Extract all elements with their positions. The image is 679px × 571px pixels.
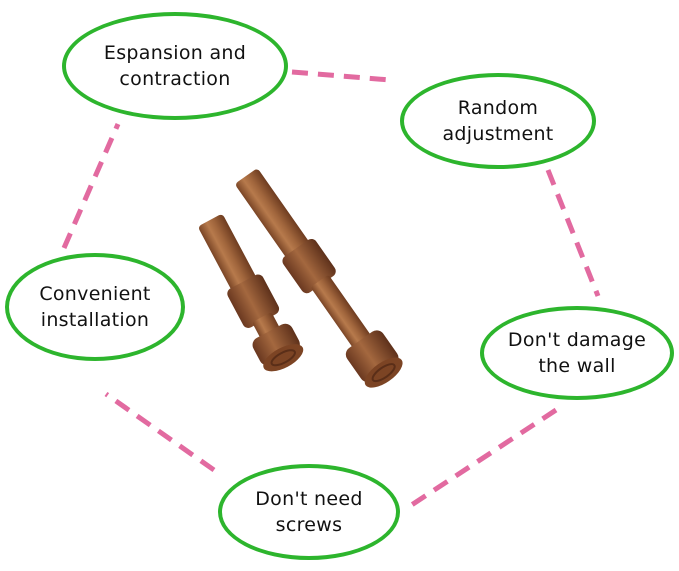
feature-label-convenient-installation: Convenient installation xyxy=(39,283,151,331)
tension-rod-left xyxy=(199,214,304,372)
connector-expansion-random xyxy=(291,69,391,83)
feature-bubble-expansion: Espansion and contraction xyxy=(62,12,288,120)
connector-install-expansion xyxy=(61,123,121,249)
feature-bubble-random-adjustment: Random adjustment xyxy=(400,73,596,169)
feature-bubble-convenient-installation: Convenient installation xyxy=(5,253,185,361)
feature-bubble-no-screws: Don't need screws xyxy=(218,464,400,560)
feature-label-no-screws: Don't need screws xyxy=(255,488,363,536)
feature-label-expansion: Espansion and contraction xyxy=(103,42,247,90)
tension-rod-right xyxy=(236,169,403,388)
connector-screws-install xyxy=(104,391,216,473)
feature-label-random-adjustment: Random adjustment xyxy=(442,97,554,145)
connector-random-wall xyxy=(545,169,601,297)
feature-label-no-wall-damage: Don't damage the wall xyxy=(507,329,647,377)
feature-bubble-no-wall-damage: Don't damage the wall xyxy=(480,306,674,400)
connector-wall-screws xyxy=(408,407,558,509)
